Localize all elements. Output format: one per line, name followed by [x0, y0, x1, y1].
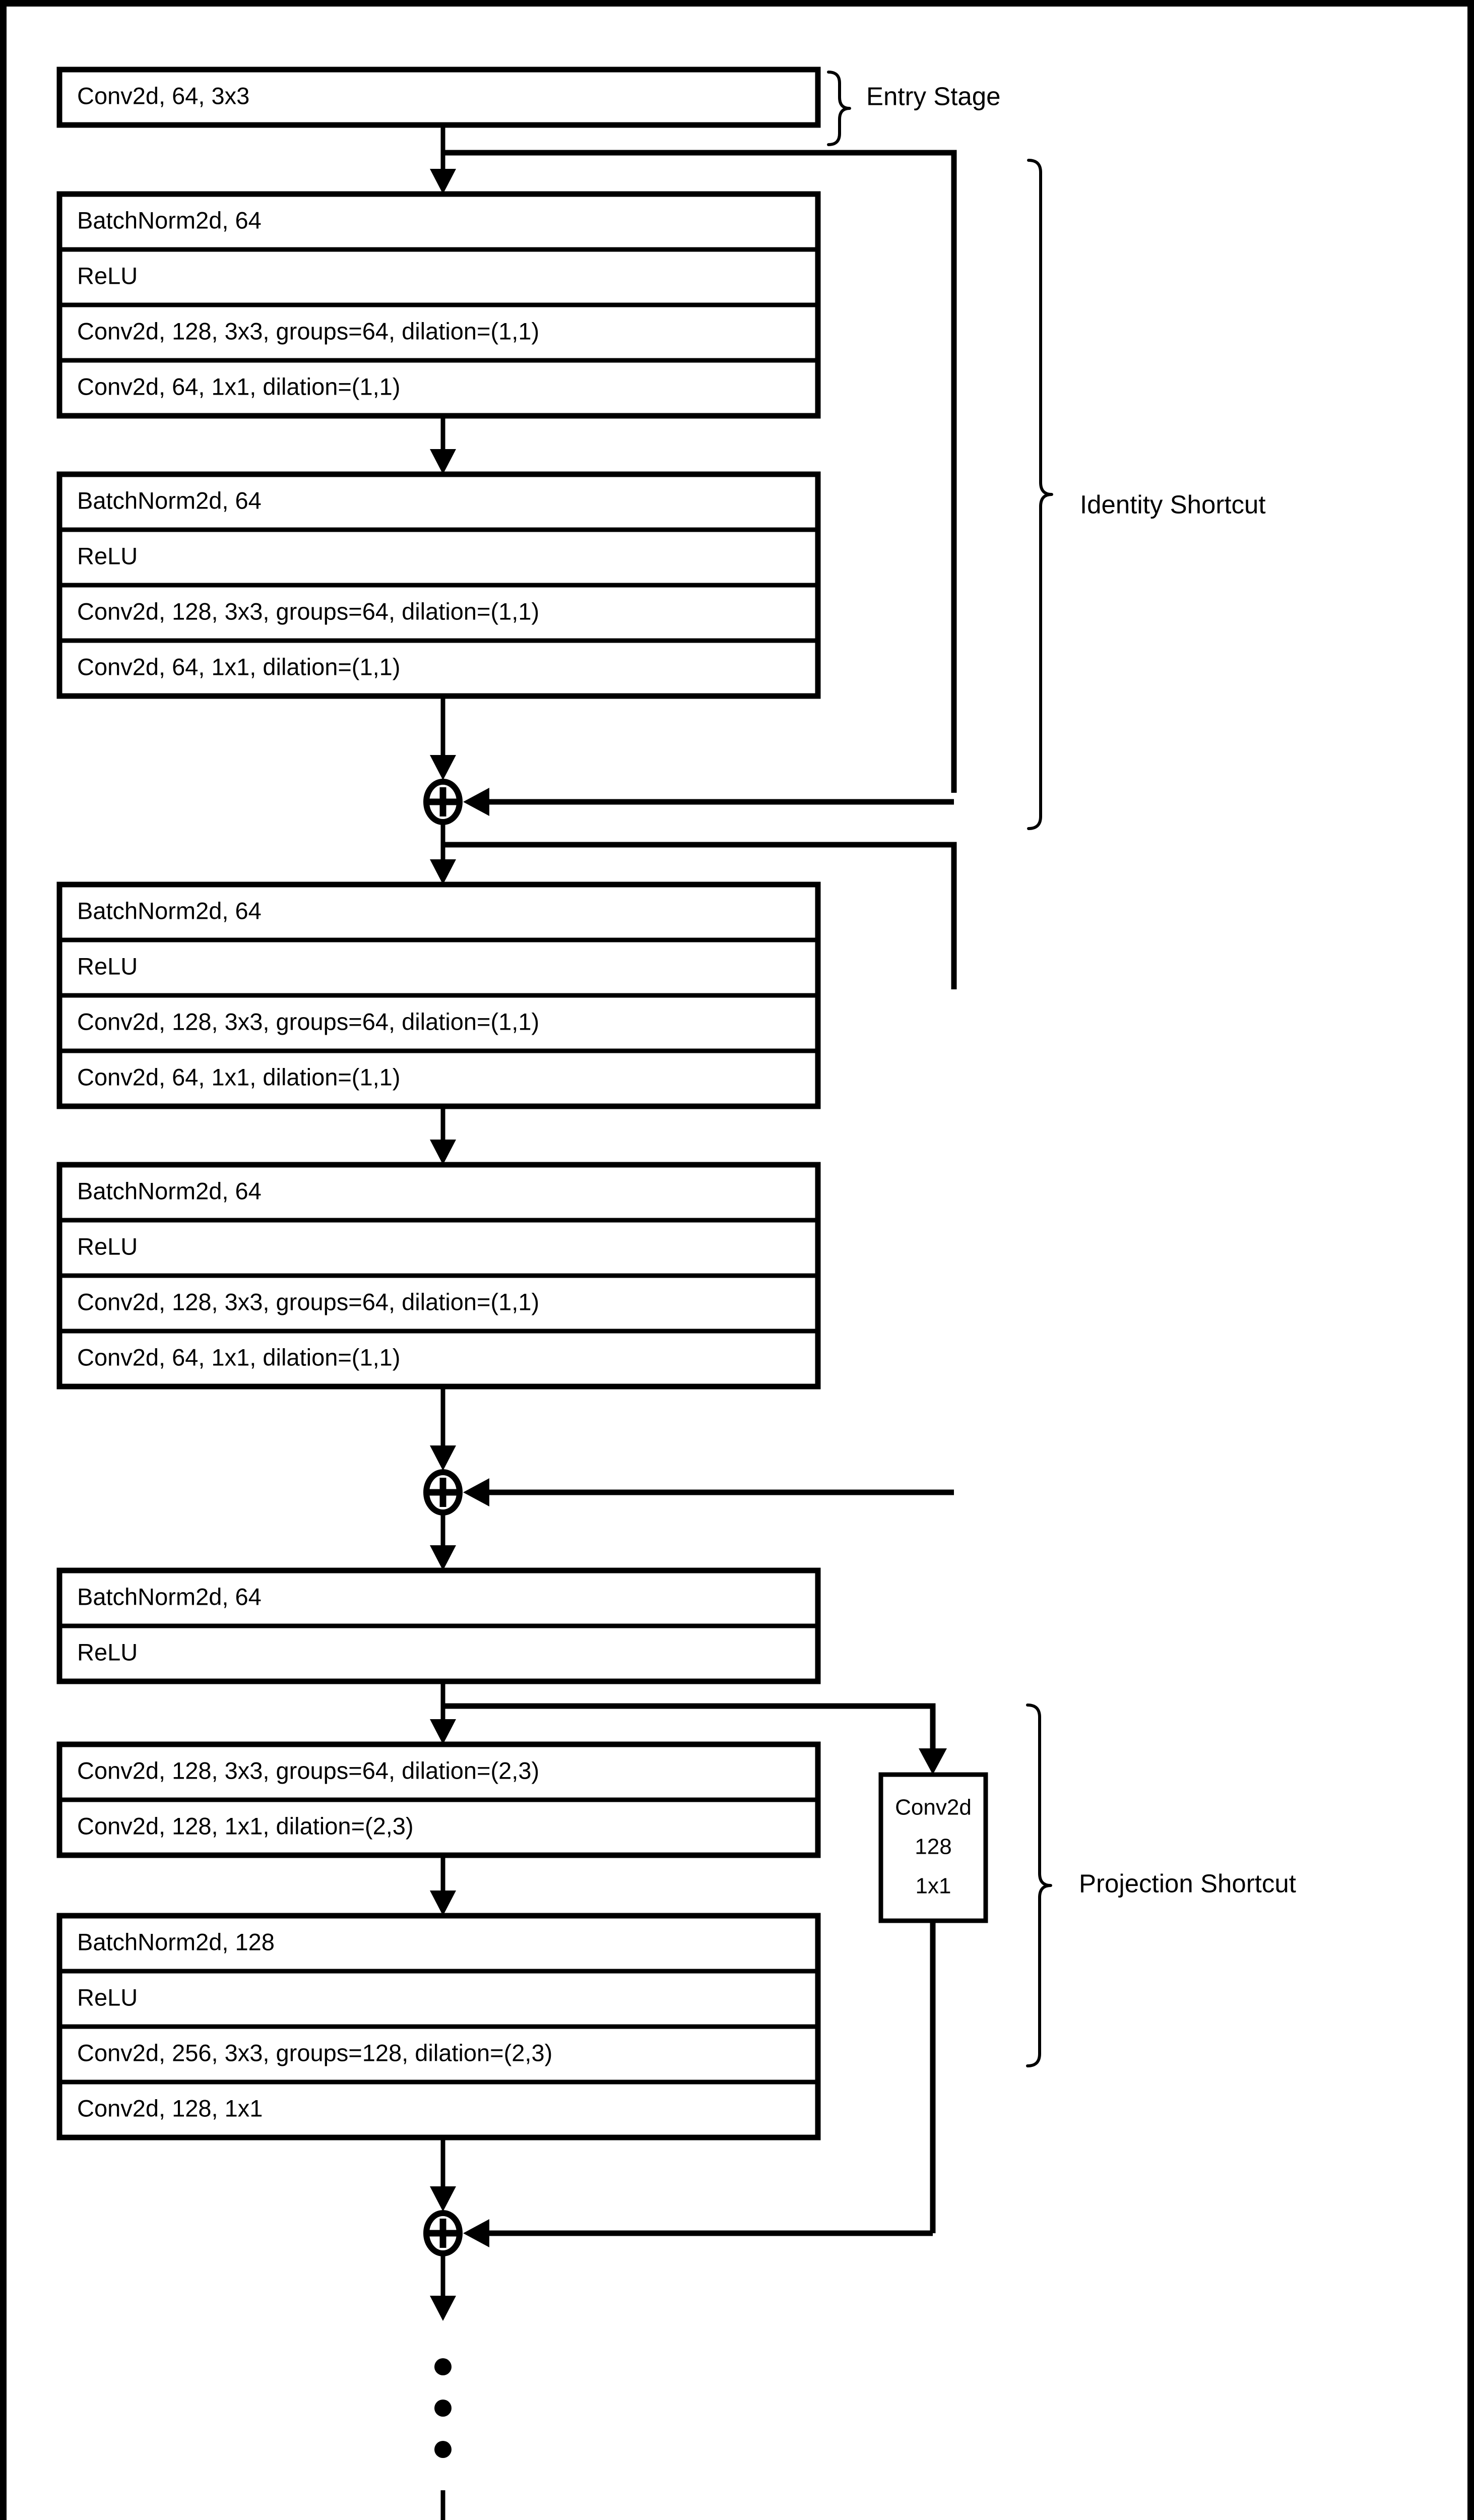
arrowhead [430, 1445, 456, 1471]
residual2-a-to-b-connector [430, 1106, 456, 1165]
entry-stage-brace [827, 71, 851, 146]
layer-label: Conv2d, 64, 1x1, dilation=(1,1) [77, 373, 400, 400]
add-node-1[interactable] [423, 779, 954, 825]
layer-label: Conv2d, 128, 1x1 [77, 2095, 263, 2121]
skip-arrowhead [463, 1478, 489, 1506]
pre-projection-branch-connector [430, 1681, 947, 1775]
layer-label: Conv2d, 128, 3x3, groups=64, dilation=(1… [77, 1008, 539, 1035]
layer-label: ReLU [77, 1233, 138, 1259]
entry-arrowhead [430, 169, 456, 194]
layer-label: BatchNorm2d, 64 [77, 487, 262, 514]
residual2-unit-b: BatchNorm2d, 64 ReLU Conv2d, 128, 3x3, g… [56, 1162, 821, 1390]
arrowhead [430, 1891, 456, 1916]
entry-stage-group: Conv2d, 64, 3x3 Entry Stage [56, 67, 1000, 146]
residual1-to-add-connector [430, 696, 456, 780]
layer-label: BatchNorm2d, 128 [77, 1928, 275, 1955]
entry-to-block1-connector [430, 125, 957, 793]
entry-stage-label: Entry Stage [866, 82, 1000, 110]
pre-projection-group: BatchNorm2d, 64 ReLU [56, 1567, 821, 1684]
layer-label: Conv2d, 64, 1x1, dilation=(1,1) [77, 1063, 400, 1090]
projection-shortcut-conv-box[interactable] [878, 1772, 988, 1923]
projection-box-arrowhead [919, 1748, 947, 1775]
identity-shortcut-annotation: Identity Shortcut [1027, 159, 1266, 830]
identity-skip-path-2 [443, 842, 957, 989]
projection-shortcut-line-2: 1x1 [916, 1874, 951, 1899]
arrowhead [430, 755, 456, 780]
arrowhead [430, 859, 456, 885]
layer-label: Conv2d, 128, 3x3, groups=64, dilation=(1… [77, 318, 539, 344]
architecture-diagram: Conv2d, 64, 3x3 Entry Stage BatchNorm2d,… [56, 67, 1296, 2520]
projection-shortcut-annotation: Projection Shortcut [1026, 1704, 1296, 2067]
identity-skip-path-1 [443, 150, 957, 793]
layer-label: Conv2d, 64, 1x1, dilation=(1,1) [77, 653, 400, 680]
add2-to-pre-projection-connector [430, 1513, 456, 1570]
projection-to-add-connector [430, 2137, 456, 2212]
layer-label: Conv2d, 128, 1x1, dilation=(2,3) [77, 1812, 414, 1839]
layer-label: BatchNorm2d, 64 [77, 897, 262, 924]
add-node-2[interactable] [423, 1469, 954, 1516]
layer-label: BatchNorm2d, 64 [77, 1583, 262, 1610]
ellipsis-group [430, 2253, 456, 2520]
arrowhead [430, 1719, 456, 1744]
layer-label: BatchNorm2d, 64 [77, 207, 262, 233]
layer-label: Conv2d, 128, 3x3, groups=64, dilation=(1… [77, 1288, 539, 1315]
ellipsis-dot-2 [434, 2400, 452, 2417]
residual1-unit-b: BatchNorm2d, 64 ReLU Conv2d, 128, 3x3, g… [56, 471, 821, 699]
identity-shortcut-brace [1027, 159, 1053, 830]
layer-label: Conv2d, 64, 1x1, dilation=(1,1) [77, 1344, 400, 1370]
layer-label: BatchNorm2d, 64 [77, 1177, 262, 1204]
layer-label: ReLU [77, 953, 138, 979]
entry-layer-label-0: Conv2d, 64, 3x3 [77, 82, 249, 109]
add-node-3[interactable] [423, 2210, 933, 2256]
residual1-a-to-b-connector [430, 416, 456, 474]
layer-label: ReLU [77, 1639, 138, 1665]
arrowhead [430, 449, 456, 474]
projection-shortcut-line-0: Conv2d [895, 1795, 972, 1820]
add1-to-block2-connector [430, 822, 957, 989]
projection-shortcut-label: Projection Shortcut [1079, 1869, 1296, 1898]
ellipsis-dot-1 [434, 2358, 452, 2375]
projection-unit-a: Conv2d, 128, 3x3, groups=64, dilation=(2… [56, 1741, 821, 1858]
arrowhead [430, 1140, 456, 1165]
residual2-unit-a: BatchNorm2d, 64 ReLU Conv2d, 128, 3x3, g… [56, 881, 821, 1109]
layer-label: ReLU [77, 262, 138, 289]
skip-arrowhead [463, 2219, 489, 2247]
residual1-unit-a: BatchNorm2d, 64 ReLU Conv2d, 128, 3x3, g… [56, 191, 821, 419]
layer-label: Conv2d, 128, 3x3, groups=64, dilation=(1… [77, 598, 539, 624]
projection-branch-path [443, 1703, 936, 1759]
projection-shortcut-brace [1026, 1704, 1052, 2067]
arrowhead [430, 2296, 456, 2321]
projection-unit-b: BatchNorm2d, 128 ReLU Conv2d, 256, 3x3, … [56, 1913, 821, 2140]
residual2-to-add-connector [430, 1387, 456, 1471]
projection-a-to-b-connector [430, 1855, 456, 1916]
layer-label: ReLU [77, 542, 138, 569]
projection-shortcut-line-1: 128 [915, 1835, 951, 1859]
skip-arrowhead [463, 788, 489, 816]
projection-shortcut-box-group: Conv2d 128 1x1 [878, 1772, 988, 2233]
arrowhead [430, 1545, 456, 1570]
layer-label: ReLU [77, 1984, 138, 2010]
arrowhead [430, 2186, 456, 2212]
entry-conv-box[interactable] [56, 67, 821, 128]
layer-label: Conv2d, 256, 3x3, groups=128, dilation=(… [77, 2039, 552, 2066]
identity-shortcut-label: Identity Shortcut [1080, 490, 1266, 519]
ellipsis-dot-3 [434, 2441, 452, 2458]
layer-label: Conv2d, 128, 3x3, groups=64, dilation=(2… [77, 1757, 539, 1784]
